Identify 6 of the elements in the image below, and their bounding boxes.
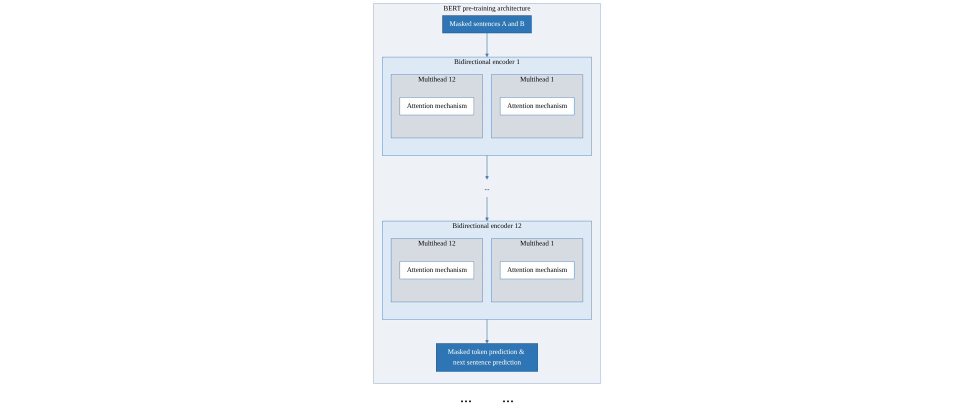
ellipsis-label: ...: [502, 389, 514, 407]
arrow: [485, 196, 489, 222]
arrow: [485, 155, 489, 180]
ellipsis-label: ...: [460, 389, 472, 407]
arrow: [485, 319, 489, 344]
arrow: [485, 32, 489, 58]
